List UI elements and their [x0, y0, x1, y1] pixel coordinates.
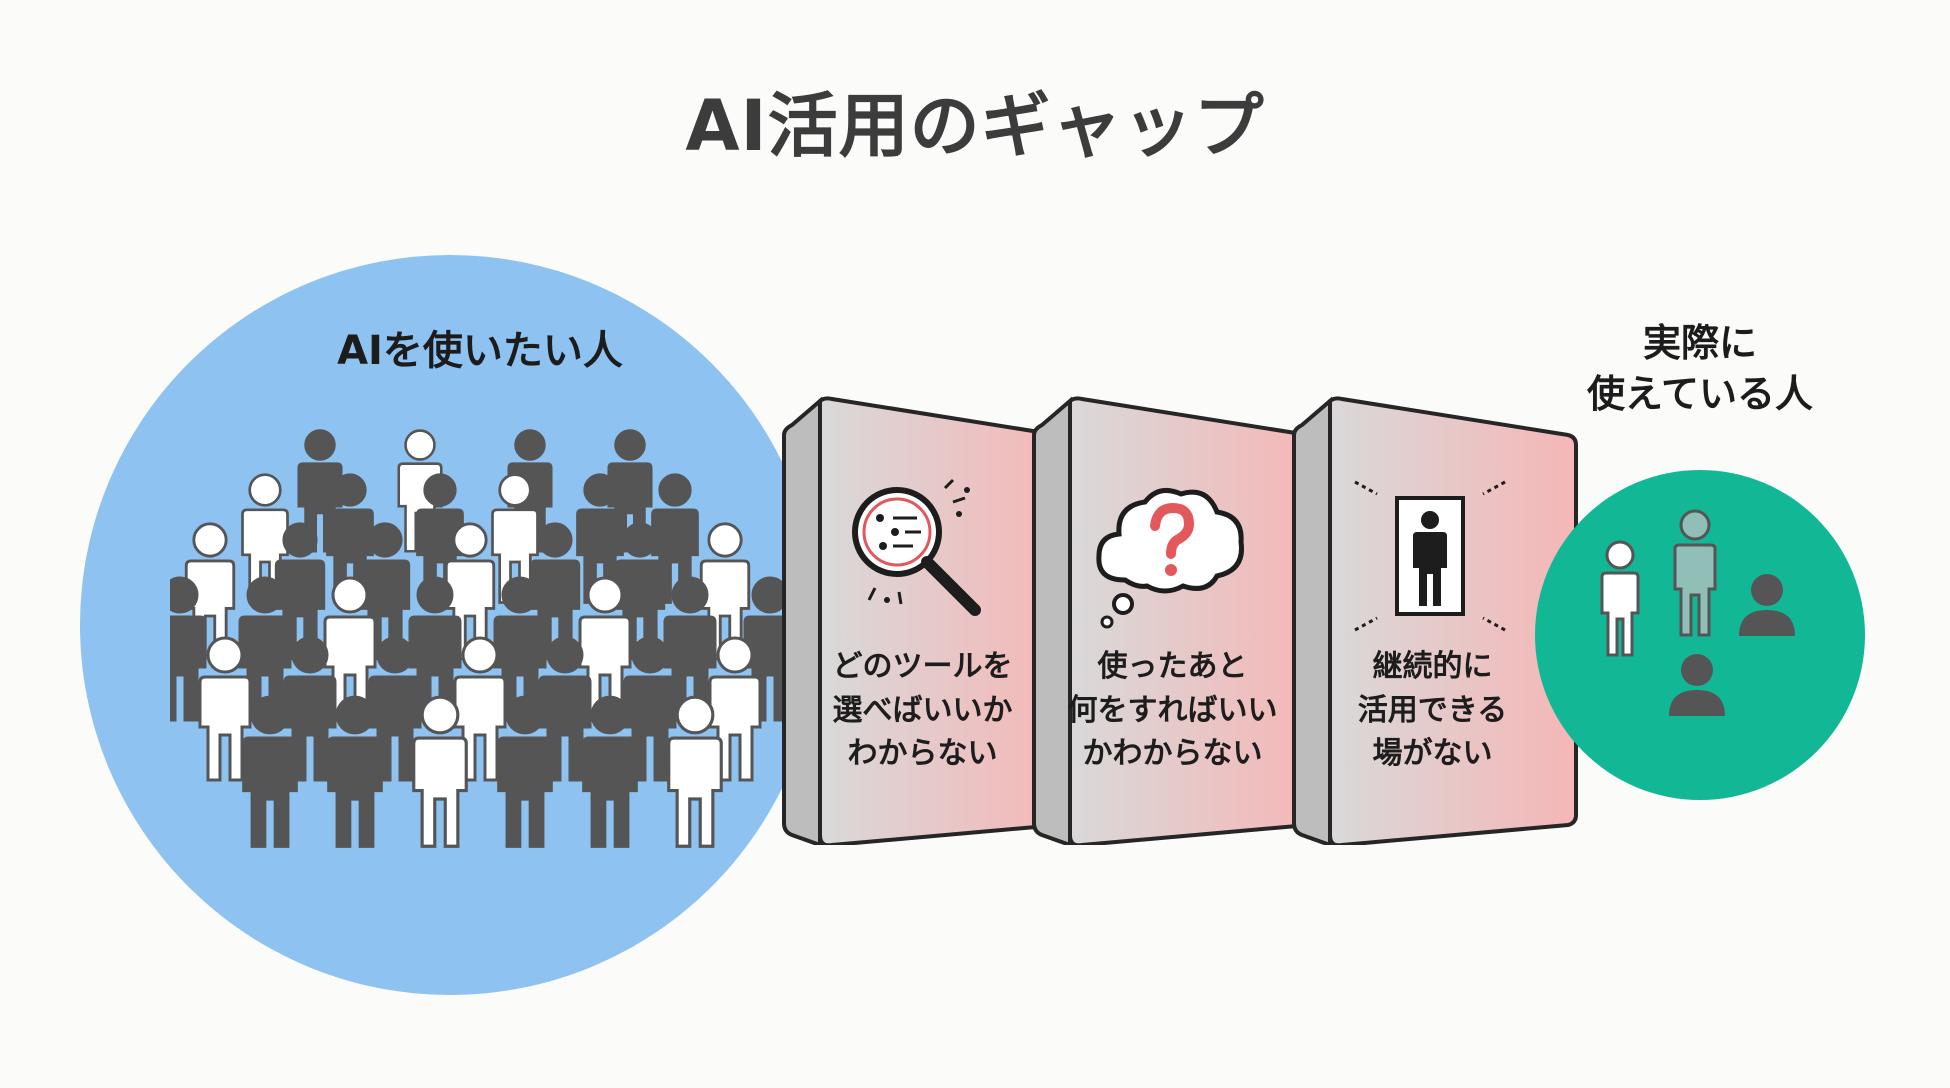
- active-people-icon: [1600, 509, 1795, 716]
- person-icon: [1673, 509, 1717, 637]
- person-icon: [578, 576, 632, 722]
- barrier-card-no-place: 継続的に 活用できる 場がない: [1290, 395, 1580, 845]
- magnifier-icon: [852, 478, 981, 616]
- barrier-card-next-steps: 使ったあと 何をすればいい かわからない: [1030, 395, 1320, 845]
- person-icon: [582, 695, 638, 848]
- person-icon: [412, 695, 468, 848]
- person-icon: [1600, 540, 1640, 657]
- person-icon: [242, 695, 298, 848]
- barrier-card-tool-choice: どのツールを 選べばいいか わからない: [780, 395, 1070, 845]
- barrier-text: 継続的に 活用できる 場がない: [1357, 649, 1508, 771]
- barrier-text: どのツールを 選べばいいか わからない: [832, 649, 1013, 771]
- person-icon: [327, 695, 383, 848]
- person-bust-icon: [1739, 574, 1795, 636]
- person-icon: [198, 636, 252, 782]
- person-icon: [663, 576, 717, 722]
- wanting-users-label: AIを使いたい人: [337, 328, 623, 374]
- page-title: AI活用のギャップ: [685, 85, 1265, 167]
- person-icon: [497, 695, 553, 848]
- active-users-label: 実際に 使えている人: [1586, 321, 1814, 417]
- person-in-frame-icon: [1354, 480, 1506, 632]
- barrier-text: 使ったあと 何をすればいい かわからない: [1067, 649, 1278, 771]
- person-bust-icon: [1669, 654, 1725, 716]
- person-icon: [493, 576, 547, 722]
- question-cloud-icon: [1096, 487, 1244, 629]
- crowd-icon: [170, 429, 790, 848]
- person-icon: [667, 695, 723, 848]
- person-icon: [238, 576, 292, 722]
- person-icon: [323, 576, 377, 722]
- person-icon: [408, 576, 462, 722]
- person-icon: [170, 576, 207, 722]
